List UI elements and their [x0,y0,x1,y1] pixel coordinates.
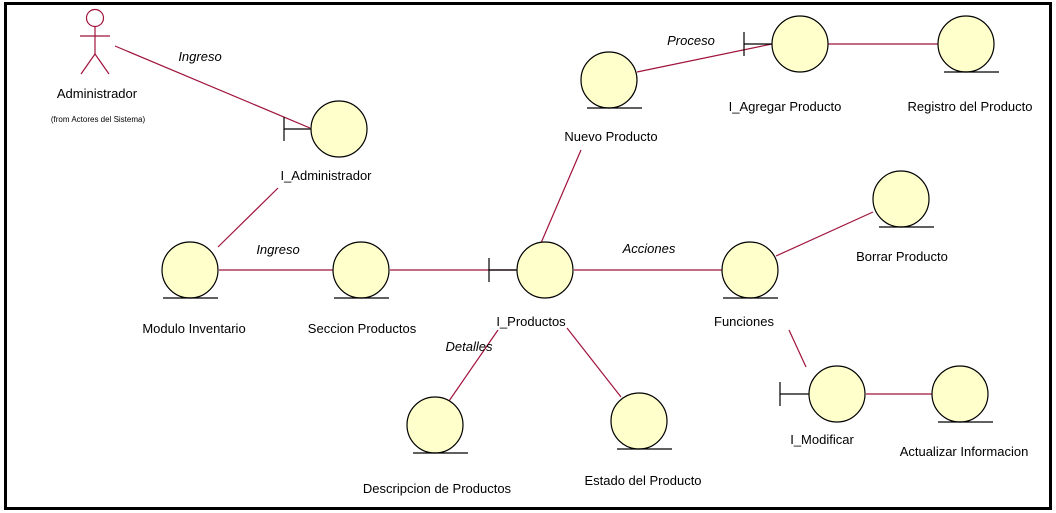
control-funciones[interactable] [721,241,779,299]
actor-leg-left [80,53,96,75]
entity-circle-icon [580,51,638,109]
label-seccion-productos: Seccion Productos [308,321,417,336]
link-funciones-borrar [775,211,874,257]
entity-circle-icon [937,15,995,73]
boundary-i-agregar-producto[interactable] [743,15,829,73]
label-estado-del-producto: Estado del Producto [584,473,701,488]
control-circle-icon [161,241,219,299]
entity-actualizar-informacion[interactable] [931,365,993,423]
link-nuevo-i-agregar [636,43,773,73]
label-i-productos: I_Productos [496,314,566,329]
actor-leg-right [94,53,110,75]
link-label-ingreso-modulo: Ingreso [256,242,299,257]
boundary-circle-icon [310,100,368,158]
label-i-agregar-producto: I_Agregar Producto [729,99,842,114]
link-i-productos-estado [566,327,622,398]
actor-note: (from Actores del Sistema) [51,115,146,124]
control-modulo-inventario[interactable] [161,241,219,299]
boundary-circle-icon [808,365,866,423]
entity-registro-del-producto[interactable] [937,15,999,73]
label-borrar-producto: Borrar Producto [856,249,948,264]
link-i-administrador-modulo [217,187,279,248]
control-circle-icon [332,241,390,299]
link-i-productos-descripcion [448,329,499,402]
boundary-i-modificar[interactable] [779,365,866,423]
actor-head-icon [85,8,105,28]
link-label-acciones: Acciones [622,241,676,256]
link-i-productos-nuevo [540,149,582,244]
control-circle-icon [721,241,779,299]
entity-circle-icon [872,170,930,228]
boundary-circle-icon [516,241,574,299]
label-nuevo-producto: Nuevo Producto [564,129,657,144]
link-label-ingreso-actor: Ingreso [178,49,221,64]
boundary-i-administrador[interactable] [283,100,368,158]
boundary-circle-icon [771,15,829,73]
entity-borrar-producto[interactable] [872,170,934,228]
control-seccion-productos[interactable] [332,241,390,299]
entity-descripcion-de-productos[interactable] [406,396,468,454]
link-funciones-i-modificar [788,329,807,368]
entity-nuevo-producto[interactable] [580,51,642,109]
label-registro-del-producto: Registro del Producto [907,99,1032,114]
link-actor-i-administrador [114,45,311,129]
entity-estado-del-producto[interactable] [610,392,672,450]
label-funciones: Funciones [714,314,774,329]
entity-circle-icon [931,365,989,423]
label-actualizar-informacion: Actualizar Informacion [900,444,1029,459]
actor-administrador[interactable] [80,8,110,75]
entity-circle-icon [610,392,668,450]
boundary-i-productos[interactable] [488,241,574,299]
actor-name: Administrador [57,86,138,101]
label-i-administrador: I_Administrador [280,168,372,183]
link-label-proceso: Proceso [667,33,715,48]
label-modulo-inventario: Modulo Inventario [142,321,245,336]
label-descripcion-de-productos: Descripcion de Productos [363,481,512,496]
link-label-detalles: Detalles [446,339,493,354]
label-i-modificar: I_Modificar [790,432,854,447]
entity-circle-icon [406,396,464,454]
connectors [114,43,938,402]
